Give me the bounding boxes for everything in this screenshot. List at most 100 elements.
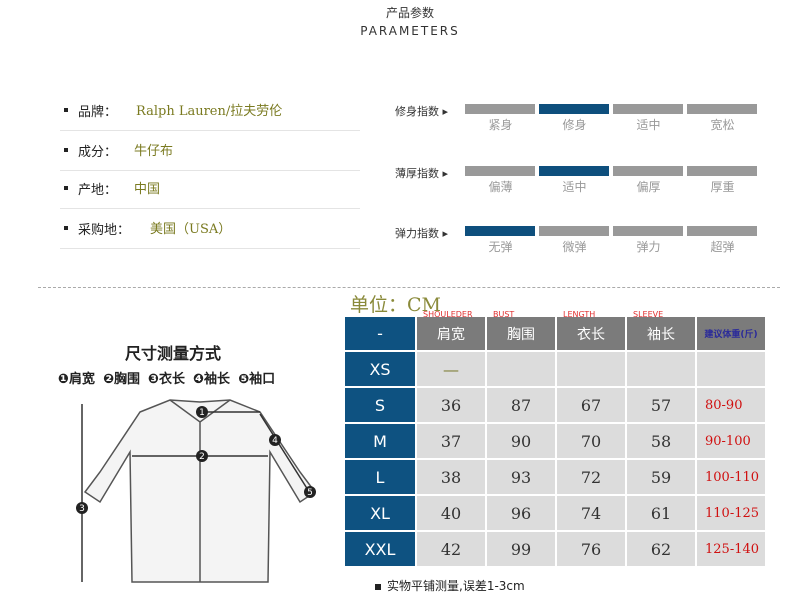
table-cell: 57 xyxy=(627,388,695,422)
bullet-icon xyxy=(64,226,68,230)
param-value: 中国 xyxy=(134,182,161,197)
svg-text:1: 1 xyxy=(199,408,205,418)
index-bar xyxy=(539,104,609,114)
legend-item: ❶肩宽 xyxy=(58,372,96,387)
param-label: 产地： xyxy=(78,183,118,198)
svg-text:3: 3 xyxy=(79,504,85,514)
index-option: 弹力 xyxy=(636,240,661,254)
column-header: 袖长 xyxy=(627,317,695,350)
index-label: 弹力指数 ▸ xyxy=(395,227,449,240)
index-bar xyxy=(465,166,535,176)
index-label: 薄厚指数 ▸ xyxy=(395,167,449,180)
legend-item: ❸衣长 xyxy=(148,372,186,387)
column-header-en: LENGTH xyxy=(563,310,596,319)
size-cell: XS xyxy=(345,352,415,386)
table-cell: 37 xyxy=(417,424,485,458)
index-option: 适中 xyxy=(636,118,661,132)
index-bar xyxy=(613,166,683,176)
table-cell: 99 xyxy=(487,532,555,566)
table-cell xyxy=(557,352,625,386)
index-option: 修身 xyxy=(562,118,587,132)
column-header-en: SHOULEDER xyxy=(423,310,473,319)
table-cell: 96 xyxy=(487,496,555,530)
table-cell: 42 xyxy=(417,532,485,566)
index-bar xyxy=(465,226,535,236)
param-row: 采购地： 美国（USA） xyxy=(60,210,360,249)
param-row: 成分：牛仔布 xyxy=(60,132,360,171)
bullet-icon xyxy=(64,108,68,112)
table-cell: 62 xyxy=(627,532,695,566)
param-row: 品牌： Ralph Lauren/拉夫劳伦 xyxy=(60,92,360,131)
column-header: 胸围 xyxy=(487,317,555,350)
bullet-icon xyxy=(64,186,68,190)
table-cell: 70 xyxy=(557,424,625,458)
param-value: 美国（USA） xyxy=(150,222,232,237)
index-bar xyxy=(539,166,609,176)
table-cell: 36 xyxy=(417,388,485,422)
table-cell: 80-90 xyxy=(697,388,765,422)
column-header: 建议体重(斤) xyxy=(697,317,765,350)
index-bar xyxy=(539,226,609,236)
shirt-diagram: 1 2 3 4 5 xyxy=(76,399,317,583)
index-bar xyxy=(613,226,683,236)
size-cell: XL xyxy=(345,496,415,530)
index-bar xyxy=(687,104,757,114)
table-cell: 90 xyxy=(487,424,555,458)
measure-title: 尺寸测量方式 xyxy=(125,344,222,363)
size-cell: XXL xyxy=(345,532,415,566)
table-cell: 93 xyxy=(487,460,555,494)
column-header-en: BUST xyxy=(493,310,515,319)
table-cell: 72 xyxy=(557,460,625,494)
index-option: 超弹 xyxy=(710,240,735,254)
index-option: 偏薄 xyxy=(488,180,513,194)
table-cell: 61 xyxy=(627,496,695,530)
index-option: 厚重 xyxy=(710,180,735,194)
table-cell: 100-110 xyxy=(697,460,765,494)
column-header: - xyxy=(345,317,415,350)
index-option: 适中 xyxy=(562,180,587,194)
legend-item: ❹袖长 xyxy=(193,372,231,387)
size-cell: S xyxy=(345,388,415,422)
param-row: 产地： 中国 xyxy=(60,170,360,209)
bullet-icon xyxy=(64,148,68,152)
size-cell: L xyxy=(345,460,415,494)
index-option: 无弹 xyxy=(488,240,513,254)
index-option: 紧身 xyxy=(488,118,513,132)
svg-text:2: 2 xyxy=(199,452,205,462)
table-cell: 40 xyxy=(417,496,485,530)
title-cn: 产品参数 xyxy=(385,6,434,20)
table-cell: 58 xyxy=(627,424,695,458)
bullet-icon xyxy=(375,584,381,590)
footnote-text: 实物平铺测量,误差1-3cm xyxy=(387,579,525,593)
index-bar xyxy=(687,226,757,236)
index-option: 偏厚 xyxy=(636,180,661,194)
table-cell: 38 xyxy=(417,460,485,494)
measure-legend: ❶肩宽 ❷胸围 ❸衣长 ❹袖长 ❺袖口 xyxy=(58,368,275,387)
table-cell xyxy=(487,352,555,386)
param-value: Ralph Lauren/拉夫劳伦 xyxy=(136,104,283,119)
param-label: 品牌： xyxy=(78,105,118,120)
legend-item: ❷胸围 xyxy=(103,372,141,387)
table-cell xyxy=(697,352,765,386)
footnote: 实物平铺测量,误差1-3cm xyxy=(375,577,525,594)
index-option: 微弹 xyxy=(562,240,587,254)
index-bar xyxy=(613,104,683,114)
table-cell: 59 xyxy=(627,460,695,494)
table-cell: 87 xyxy=(487,388,555,422)
table-cell: 67 xyxy=(557,388,625,422)
legend-item: ❺袖口 xyxy=(238,372,276,387)
table-cell: 90-100 xyxy=(697,424,765,458)
table-cell xyxy=(627,352,695,386)
index-bar xyxy=(687,166,757,176)
divider xyxy=(38,287,780,288)
index-label: 修身指数 ▸ xyxy=(395,105,449,118)
unit-label: 单位：CM xyxy=(350,294,441,316)
param-label: 成分： xyxy=(78,145,118,160)
title-en: PARAMETERS xyxy=(360,24,460,38)
svg-text:4: 4 xyxy=(272,436,278,446)
svg-text:5: 5 xyxy=(307,488,313,498)
param-label: 采购地： xyxy=(78,223,131,238)
column-header-en: SLEEVE xyxy=(633,310,664,319)
table-cell: — xyxy=(417,352,485,386)
table-cell: 76 xyxy=(557,532,625,566)
